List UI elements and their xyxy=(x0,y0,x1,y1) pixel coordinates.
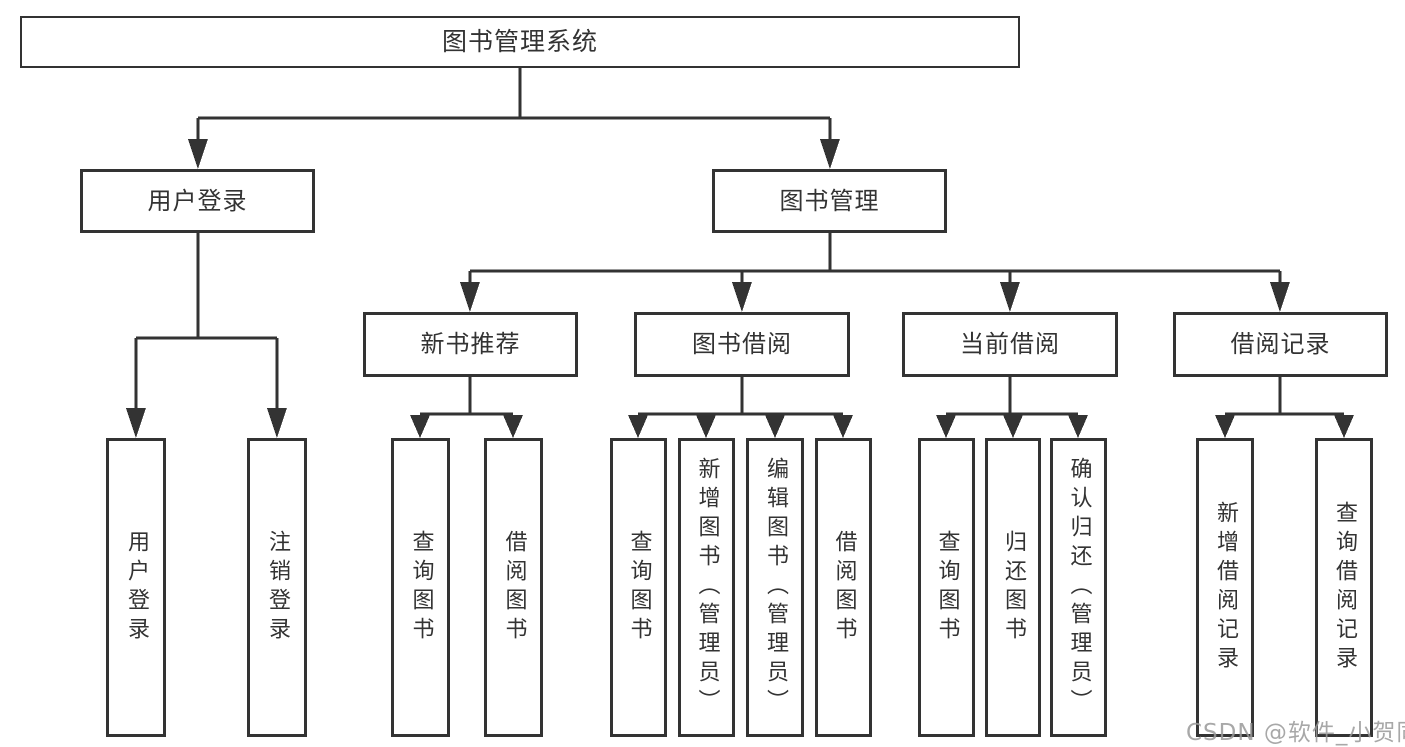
arrowhead xyxy=(460,282,480,312)
arrowhead xyxy=(410,415,430,438)
connector-paths xyxy=(134,68,1344,416)
arrowhead xyxy=(833,415,853,438)
arrowhead xyxy=(820,139,840,169)
edge-book-management-split xyxy=(468,233,1282,285)
leaf-add-books-admin: 新增图书（管理员） xyxy=(678,438,735,737)
edge-new-book-recommend-split xyxy=(420,377,513,416)
arrowhead xyxy=(732,282,752,312)
arrowheads xyxy=(126,139,1354,438)
leaf-confirm-return-admin: 确认归还（管理员） xyxy=(1050,438,1107,737)
leaf-user-login: 用户登录 xyxy=(106,438,166,737)
arrowhead xyxy=(267,408,287,438)
node-new-book-recommend: 新书推荐 xyxy=(363,312,578,377)
arrowhead xyxy=(936,415,956,438)
arrowhead xyxy=(503,415,523,438)
arrowhead xyxy=(1215,415,1235,438)
leaf-edit-books-admin: 编辑图书（管理员） xyxy=(746,438,804,737)
leaf-borrow-books: 借阅图书 xyxy=(815,438,872,737)
arrowhead xyxy=(1000,282,1020,312)
node-book-borrowing: 图书借阅 xyxy=(634,312,850,377)
arrowhead xyxy=(1270,282,1290,312)
node-root: 图书管理系统 xyxy=(20,16,1020,68)
arrowhead xyxy=(188,139,208,169)
leaf-borrow-books: 借阅图书 xyxy=(484,438,543,737)
edge-current-borrowing-split xyxy=(946,377,1078,416)
arrowhead xyxy=(126,408,146,438)
leaf-query-books: 查询图书 xyxy=(391,438,450,737)
leaf-logout: 注销登录 xyxy=(247,438,307,737)
node-book-management: 图书管理 xyxy=(712,169,947,233)
arrowhead xyxy=(1003,415,1023,438)
arrowhead xyxy=(765,415,785,438)
node-user-login: 用户登录 xyxy=(80,169,315,233)
leaf-add-borrow-record: 新增借阅记录 xyxy=(1196,438,1254,737)
csdn-watermark: CSDN @软件_小贺同学 xyxy=(1186,720,1405,746)
node-current-borrowing: 当前借阅 xyxy=(902,312,1118,377)
arrowhead xyxy=(696,415,716,438)
leaf-query-books: 查询图书 xyxy=(918,438,975,737)
leaf-query-books: 查询图书 xyxy=(610,438,667,737)
leaf-return-books: 归还图书 xyxy=(985,438,1041,737)
node-borrowing-records: 借阅记录 xyxy=(1173,312,1388,377)
leaf-query-borrow-record: 查询借阅记录 xyxy=(1315,438,1373,737)
arrowhead xyxy=(1068,415,1088,438)
edge-user-login-split xyxy=(134,233,279,411)
edge-root-split xyxy=(196,68,832,142)
arrowhead xyxy=(1334,415,1354,438)
edge-borrowing-records-split xyxy=(1225,377,1344,416)
edge-book-borrowing-split xyxy=(638,377,843,416)
arrowhead xyxy=(628,415,648,438)
